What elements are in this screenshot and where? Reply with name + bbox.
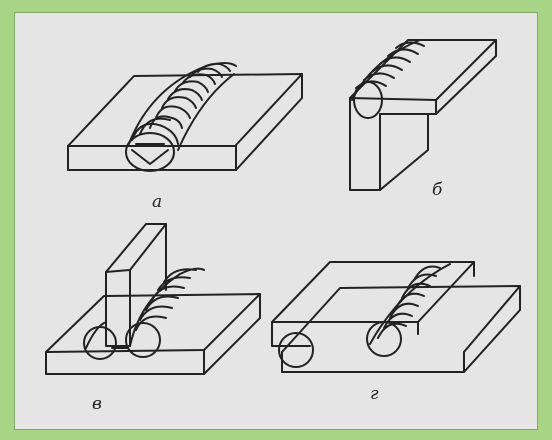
label-b: б [432,180,443,200]
butt-weld-drawing [67,62,303,172]
label-a: а [152,192,163,212]
label-v: в [92,394,102,414]
lap-weld-drawing [271,261,521,373]
figure-panel [14,12,538,430]
tee-weld-drawing [45,223,261,375]
corner-weld-drawing [349,39,497,191]
label-g: г [370,384,379,404]
